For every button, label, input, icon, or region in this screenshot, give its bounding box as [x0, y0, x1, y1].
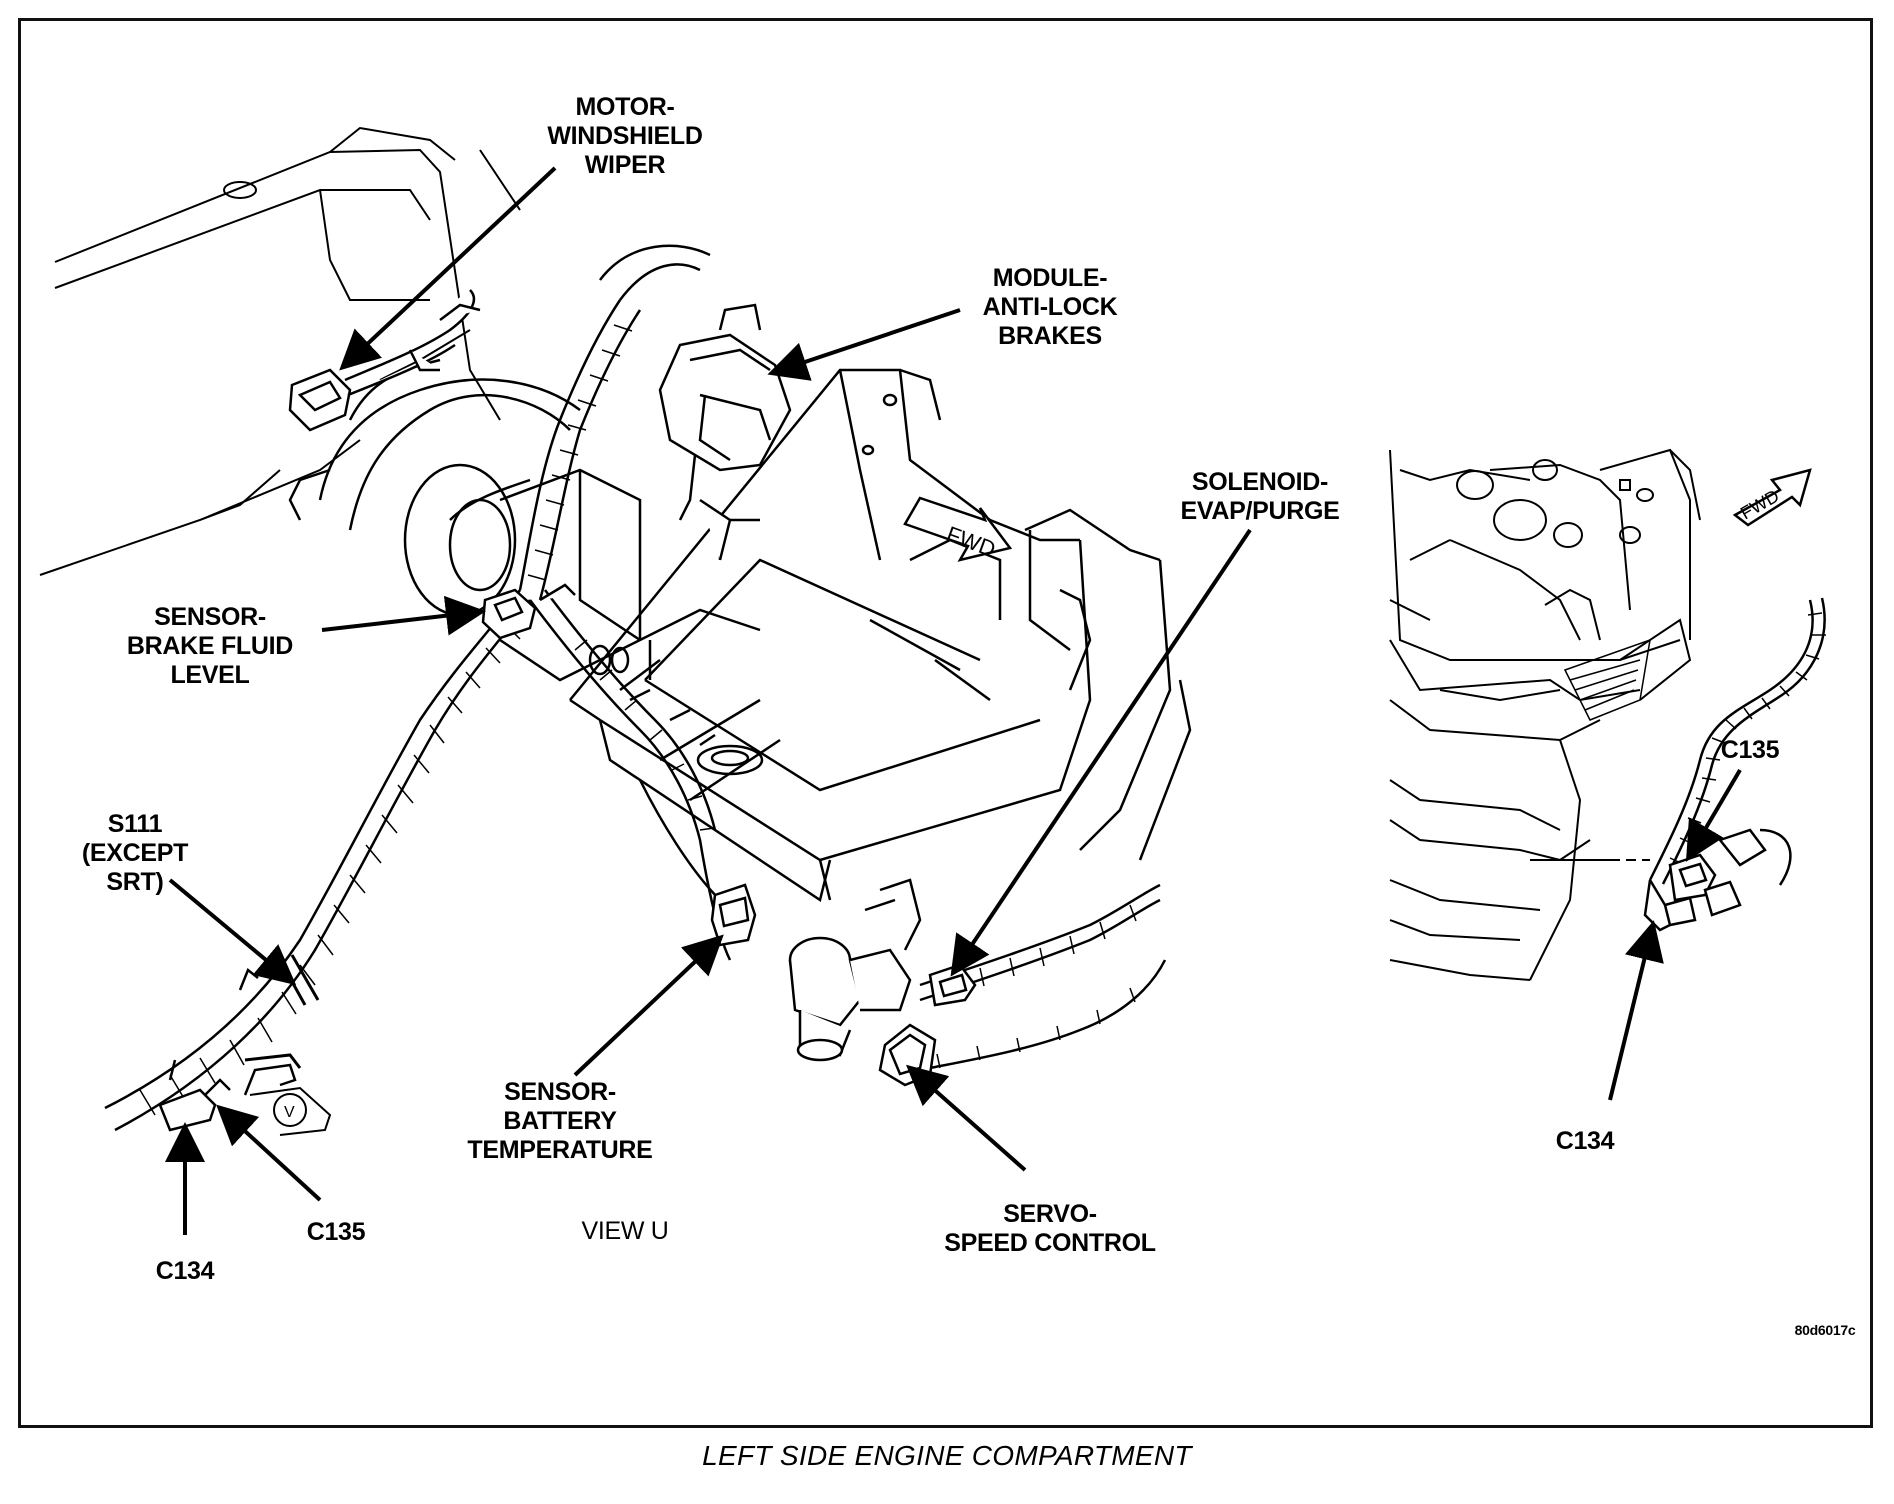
label-c135-main: C135 — [306, 1218, 366, 1246]
label-line: SENSOR- — [154, 603, 266, 631]
diagram-frame — [18, 18, 1873, 1428]
label-line: SRT) — [106, 868, 164, 896]
label-line: LEVEL — [170, 661, 250, 689]
label-line: SENSOR- — [504, 1078, 616, 1106]
label-line: WIPER — [584, 151, 666, 179]
evap-solenoid — [788, 878, 977, 1062]
label-line: WINDSHIELD — [547, 122, 703, 150]
figure-caption: LEFT SIDE ENGINE COMPARTMENT — [702, 1440, 1192, 1471]
label-abs-module: MODULE- ANTI-LOCK BRAKES — [950, 264, 1150, 351]
label-evap-solenoid: SOLENOID- EVAP/PURGE — [1145, 468, 1375, 526]
label-speed-control-servo: SERVO- SPEED CONTROL — [925, 1200, 1175, 1258]
fwd-arrow-inset: FWD — [1732, 468, 1812, 527]
label-line: BRAKE FLUID — [126, 632, 294, 660]
label-line: (EXCEPT — [81, 839, 189, 867]
label-line: S111 — [107, 810, 163, 838]
servo-connector — [878, 1023, 937, 1087]
c134-c135-connectors-main — [158, 967, 259, 1132]
label-line: TEMPERATURE — [467, 1136, 653, 1164]
label-c135-inset: C135 — [1720, 736, 1780, 764]
view-u-marker: V — [243, 1053, 332, 1136]
label-c134-inset: C134 — [1555, 1127, 1615, 1155]
label-wiper-motor: MOTOR- WINDSHIELD WIPER — [525, 93, 725, 180]
label-line: ANTI-LOCK — [982, 293, 1118, 321]
label-line: EVAP/PURGE — [1180, 497, 1340, 525]
abs-module — [658, 303, 792, 561]
label-battery-temp-sensor: SENSOR- BATTERY TEMPERATURE — [440, 1078, 680, 1165]
inset-panels — [1389, 448, 1701, 981]
label-brake-fluid-sensor: SENSOR- BRAKE FLUID LEVEL — [100, 603, 320, 690]
label-line: BATTERY — [503, 1107, 617, 1135]
label-line: MOTOR- — [575, 93, 675, 121]
fwd-arrow-main: FWD — [903, 496, 1013, 562]
inset-vent — [1563, 638, 1651, 721]
label-line: BRAKES — [998, 322, 1102, 350]
view-marker-letter: V — [284, 1104, 295, 1121]
label-line: SPEED CONTROL — [944, 1229, 1156, 1257]
inset-connectors — [1648, 828, 1792, 927]
label-line: SOLENOID- — [1191, 468, 1329, 496]
body-panels — [39, 126, 521, 576]
wiper-motor-connector — [288, 289, 481, 432]
label-line: SERVO- — [1003, 1200, 1097, 1228]
label-c134-main: C134 — [155, 1257, 215, 1285]
leader-lines — [165, 166, 1742, 1235]
figure-id: 80d6017c — [1794, 1322, 1856, 1338]
label-line: MODULE- — [992, 264, 1108, 292]
harness-wrap-texture — [139, 324, 1137, 1116]
brake-fluid-sensor — [481, 583, 576, 640]
battery-temp-connector — [710, 883, 757, 947]
label-s111-splice: S111 (EXCEPT SRT) — [55, 810, 215, 897]
label-view-u: VIEW U — [581, 1217, 669, 1245]
